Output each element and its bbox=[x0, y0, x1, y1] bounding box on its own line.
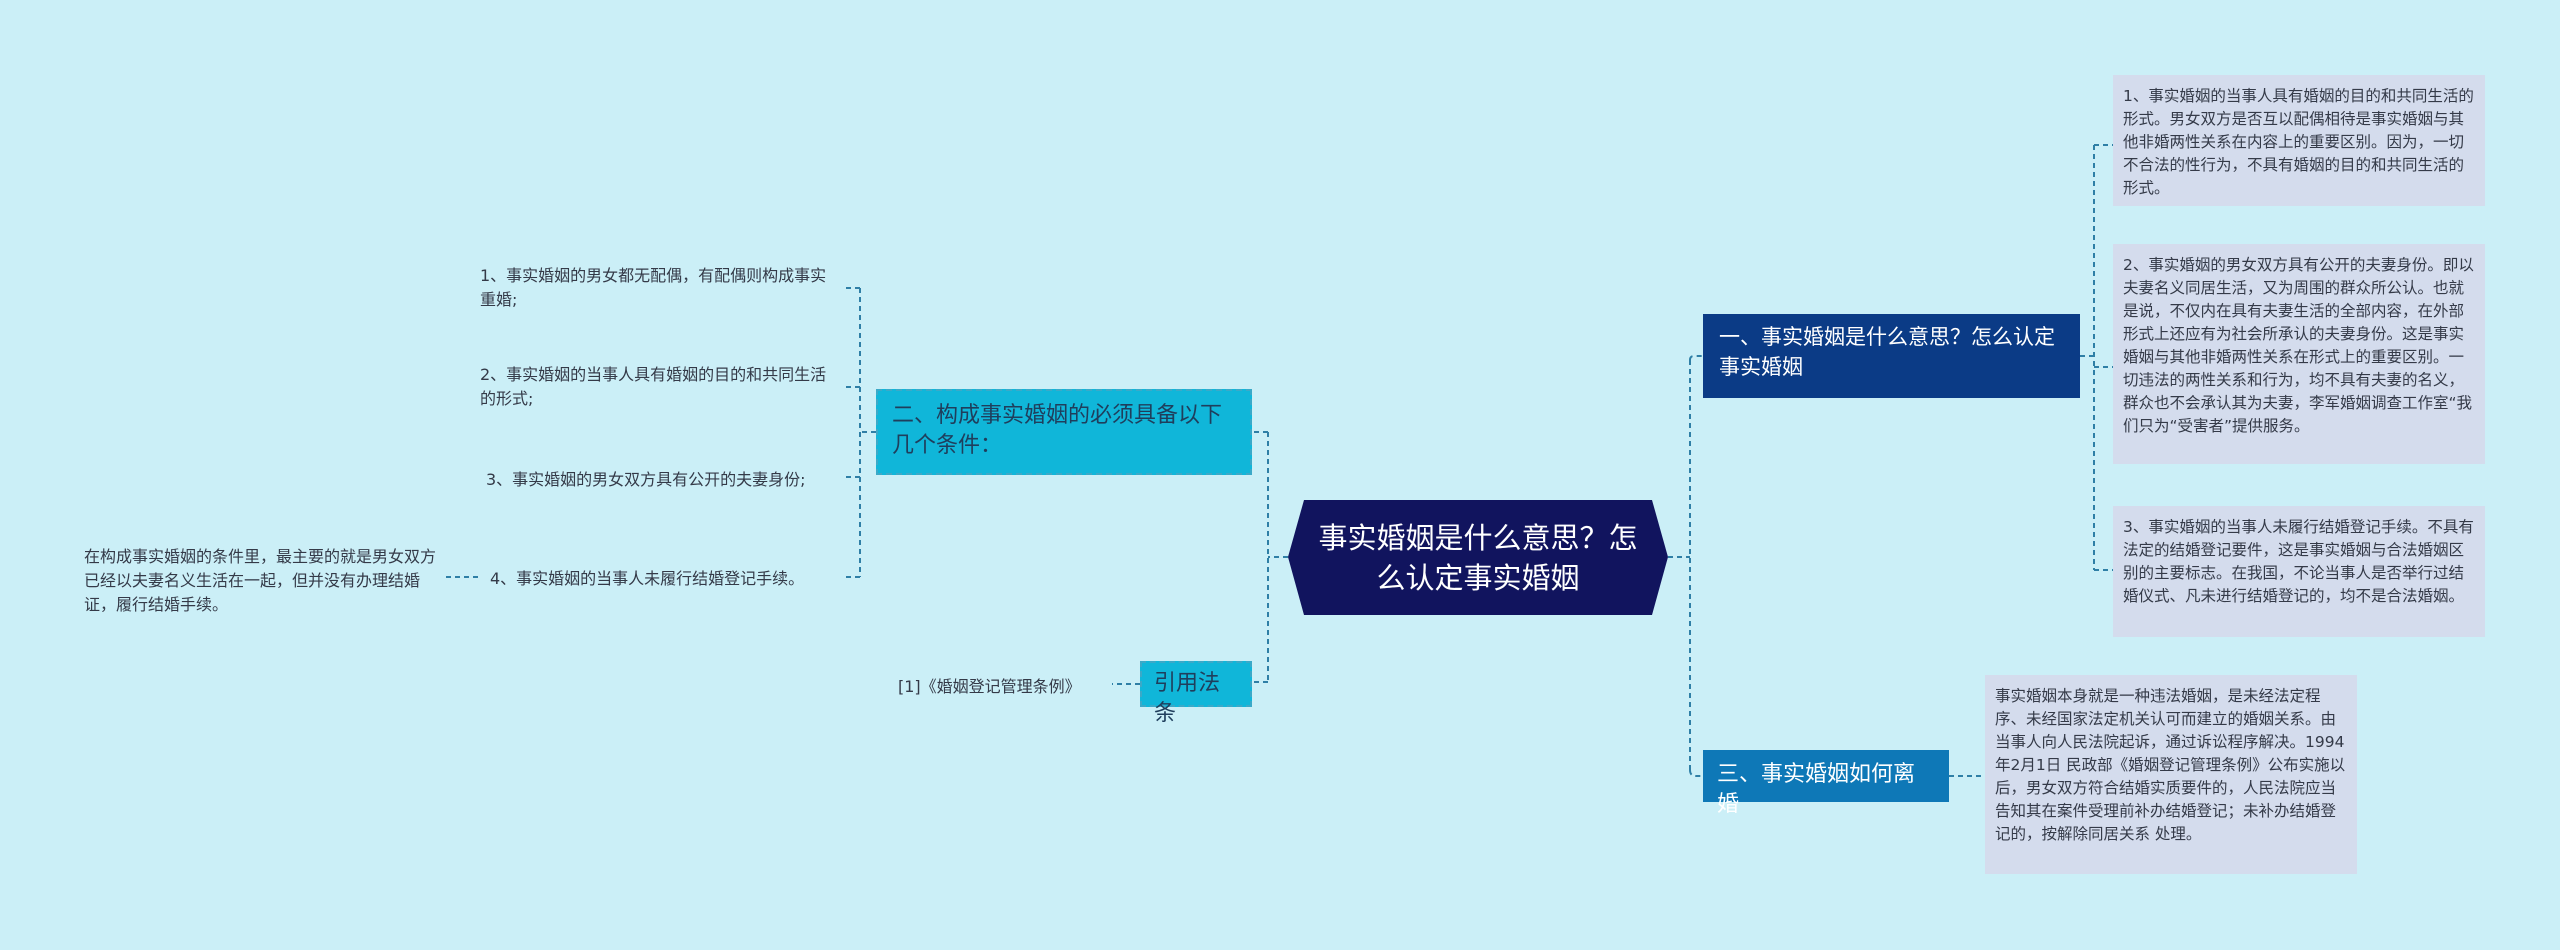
condition-item-3-text: 3、事实婚姻的男女双方具有公开的夫妻身份; bbox=[486, 470, 806, 489]
detail-box-1-text: 1、事实婚姻的当事人具有婚姻的目的和共同生活的形式。男女双方是否互以配偶相待是事… bbox=[2123, 87, 2474, 197]
condition-note-text: 在构成事实婚姻的条件里，最主要的就是男女双方已经以夫妻名义生活在一起，但并没有办… bbox=[84, 547, 437, 614]
branch-topic-1-label: 一、事实婚姻是什么意思？怎么认定事实婚姻 bbox=[1719, 325, 2055, 379]
condition-item-2-text: 2、事实婚姻的当事人具有婚姻的目的和共同生活的形式; bbox=[480, 365, 827, 408]
root-title: 事实婚姻是什么意思？怎么认定事实婚姻 bbox=[1318, 520, 1638, 595]
root-shape bbox=[1288, 500, 1668, 615]
condition-item-1[interactable]: 1、事实婚姻的男女都无配偶，有配偶则构成事实重婚; bbox=[474, 260, 844, 316]
branch-topic-1[interactable]: 一、事实婚姻是什么意思？怎么认定事实婚姻 bbox=[1703, 314, 2080, 398]
branch-topic-3[interactable]: 三、事实婚姻如何离婚 bbox=[1703, 750, 1949, 817]
detail-box-1[interactable]: 1、事实婚姻的当事人具有婚姻的目的和共同生活的形式。男女双方是否互以配偶相待是事… bbox=[2113, 75, 2485, 206]
condition-item-3[interactable]: 3、事实婚姻的男女双方具有公开的夫妻身份; bbox=[480, 464, 844, 494]
citation-topic-label: 引用法条 bbox=[1154, 671, 1221, 726]
root-topic[interactable]: 事实婚姻是什么意思？怎么认定事实婚姻 bbox=[1288, 500, 1668, 615]
detail-box-3[interactable]: 3、事实婚姻的当事人未履行结婚登记手续。不具有法定的结婚登记要件，这是事实婚姻与… bbox=[2113, 506, 2485, 637]
condition-note[interactable]: 在构成事实婚姻的条件里，最主要的就是男女双方已经以夫妻名义生活在一起，但并没有办… bbox=[80, 541, 443, 617]
citation-reference-text: [1]《婚姻登记管理条例》 bbox=[898, 677, 1081, 696]
condition-item-1-text: 1、事实婚姻的男女都无配偶，有配偶则构成事实重婚; bbox=[480, 266, 827, 309]
detail-box-divorce-text: 事实婚姻本身就是一种违法婚姻，是未经法定程序、未经国家法定机关认可而建立的婚姻关… bbox=[1995, 687, 2346, 843]
detail-box-2[interactable]: 2、事实婚姻的男女双方具有公开的夫妻身份。即以夫妻名义同居生活，又为周围的群众所… bbox=[2113, 244, 2485, 464]
citation-topic[interactable]: 引用法条 bbox=[1140, 661, 1252, 726]
branch-topic-2-label: 二、构成事实婚姻的必须具备以下几个条件： bbox=[892, 403, 1223, 458]
detail-box-2-text: 2、事实婚姻的男女双方具有公开的夫妻身份。即以夫妻名义同居生活，又为周围的群众所… bbox=[2123, 256, 2474, 435]
branch-topic-2[interactable]: 二、构成事实婚姻的必须具备以下几个条件： bbox=[876, 389, 1252, 475]
condition-item-4[interactable]: 4、事实婚姻的当事人未履行结婚登记手续。 bbox=[484, 563, 844, 593]
detail-box-3-text: 3、事实婚姻的当事人未履行结婚登记手续。不具有法定的结婚登记要件，这是事实婚姻与… bbox=[2123, 518, 2474, 605]
detail-box-divorce[interactable]: 事实婚姻本身就是一种违法婚姻，是未经法定程序、未经国家法定机关认可而建立的婚姻关… bbox=[1985, 675, 2357, 874]
citation-reference[interactable]: [1]《婚姻登记管理条例》 bbox=[894, 671, 1112, 701]
condition-item-2[interactable]: 2、事实婚姻的当事人具有婚姻的目的和共同生活的形式; bbox=[474, 359, 844, 415]
branch-topic-3-label: 三、事实婚姻如何离婚 bbox=[1717, 762, 1916, 817]
condition-item-4-text: 4、事实婚姻的当事人未履行结婚登记手续。 bbox=[490, 569, 805, 588]
